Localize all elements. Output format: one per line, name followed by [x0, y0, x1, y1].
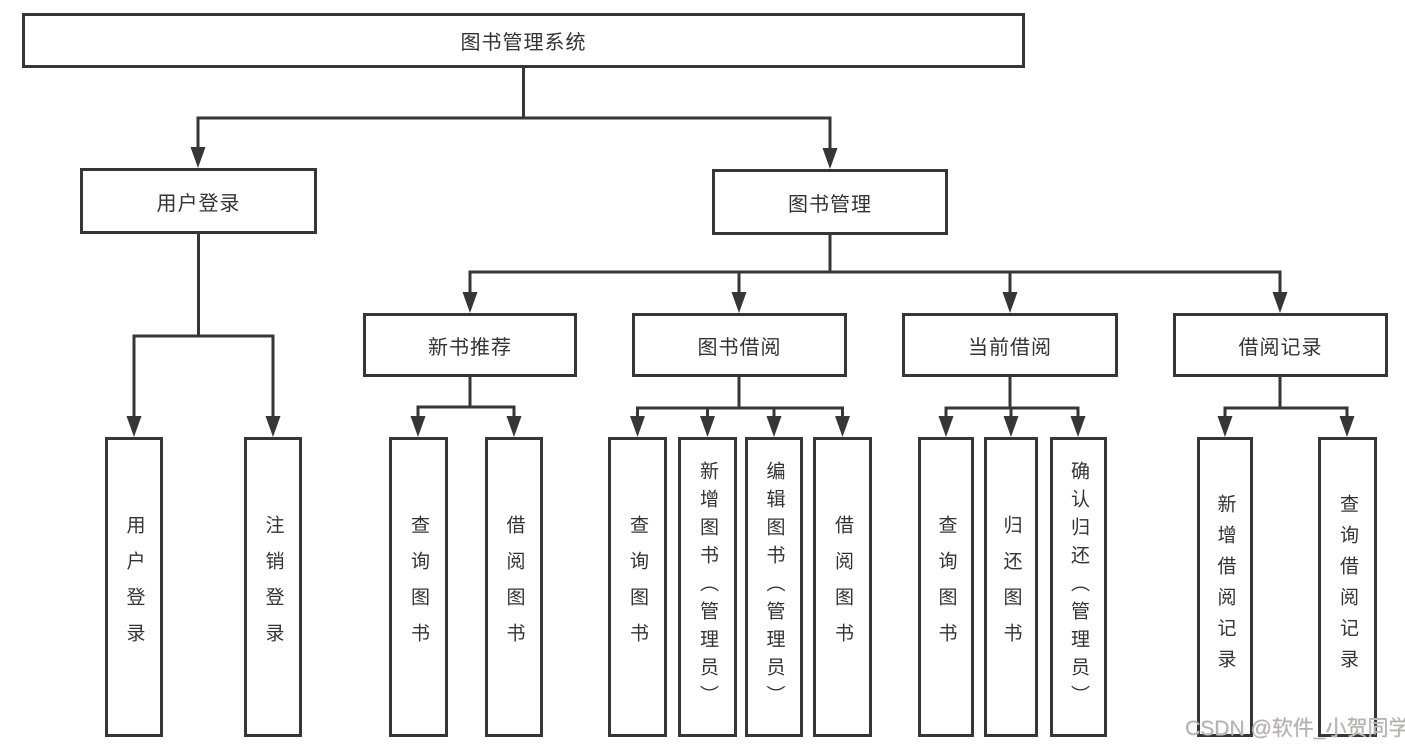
- node-leaf-borrow-books-borrowing-label: 借阅图书: [832, 515, 853, 659]
- node-current-borrowing-label: 当前借阅: [968, 336, 1052, 359]
- node-leaf-search-borrow-record: 查询借阅记录: [1318, 437, 1377, 737]
- node-current-borrowing: 当前借阅: [902, 313, 1118, 377]
- node-leaf-confirm-return-admin: 确认归还（管理员）: [1050, 437, 1107, 737]
- node-root: 图书管理系统: [22, 13, 1025, 68]
- node-leaf-search-books-current: 查询图书: [918, 437, 974, 737]
- node-book-borrowing: 图书借阅: [632, 313, 847, 377]
- node-new-book-recommend-label: 新书推荐: [428, 336, 512, 359]
- node-new-book-recommend: 新书推荐: [363, 313, 577, 377]
- node-leaf-add-books-admin-label: 新增图书（管理员）: [697, 461, 718, 713]
- node-book-management: 图书管理: [712, 169, 948, 235]
- node-leaf-user-login: 用户登录: [105, 437, 163, 737]
- connector-lines: [132, 64, 1349, 424]
- node-leaf-add-books-admin: 新增图书（管理员）: [678, 437, 737, 737]
- node-leaf-search-books-recommend-label: 查询图书: [408, 515, 429, 659]
- csdn-watermark: CSDN @软件_小贺同学: [1185, 717, 1405, 740]
- node-root-label: 图书管理系统: [460, 32, 587, 54]
- node-leaf-search-books-borrowing: 查询图书: [608, 437, 667, 737]
- node-leaf-search-books-current-label: 查询图书: [935, 515, 957, 659]
- node-leaf-return-books: 归还图书: [984, 437, 1038, 737]
- node-leaf-search-borrow-record-label: 查询借阅记录: [1337, 494, 1358, 680]
- node-leaf-edit-books-admin: 编辑图书（管理员）: [745, 437, 803, 737]
- node-leaf-edit-books-admin-label: 编辑图书（管理员）: [763, 461, 785, 713]
- node-book-borrowing-label: 图书借阅: [697, 336, 782, 359]
- arrowheads: [126, 147, 1355, 437]
- node-leaf-logout: 注销登录: [244, 437, 302, 737]
- node-leaf-add-borrow-record-label: 新增借阅记录: [1214, 494, 1236, 680]
- node-leaf-search-books-recommend: 查询图书: [389, 437, 448, 737]
- node-leaf-search-books-borrowing-label: 查询图书: [627, 515, 648, 659]
- node-book-management-label: 图书管理: [788, 193, 872, 216]
- node-user-login-label: 用户登录: [156, 192, 241, 215]
- node-leaf-confirm-return-admin-label: 确认归还（管理员）: [1068, 461, 1089, 713]
- node-leaf-logout-label: 注销登录: [262, 515, 284, 659]
- node-user-login: 用户登录: [80, 168, 317, 234]
- node-borrowing-records-label: 借阅记录: [1238, 336, 1323, 359]
- node-leaf-borrow-books-recommend-label: 借阅图书: [503, 515, 525, 659]
- node-leaf-borrow-books-borrowing: 借阅图书: [813, 437, 872, 737]
- node-leaf-add-borrow-record: 新增借阅记录: [1197, 437, 1253, 737]
- node-borrowing-records: 借阅记录: [1173, 313, 1388, 377]
- node-leaf-user-login-label: 用户登录: [123, 515, 145, 659]
- node-leaf-return-books-label: 归还图书: [1000, 515, 1022, 659]
- node-leaf-borrow-books-recommend: 借阅图书: [485, 437, 543, 737]
